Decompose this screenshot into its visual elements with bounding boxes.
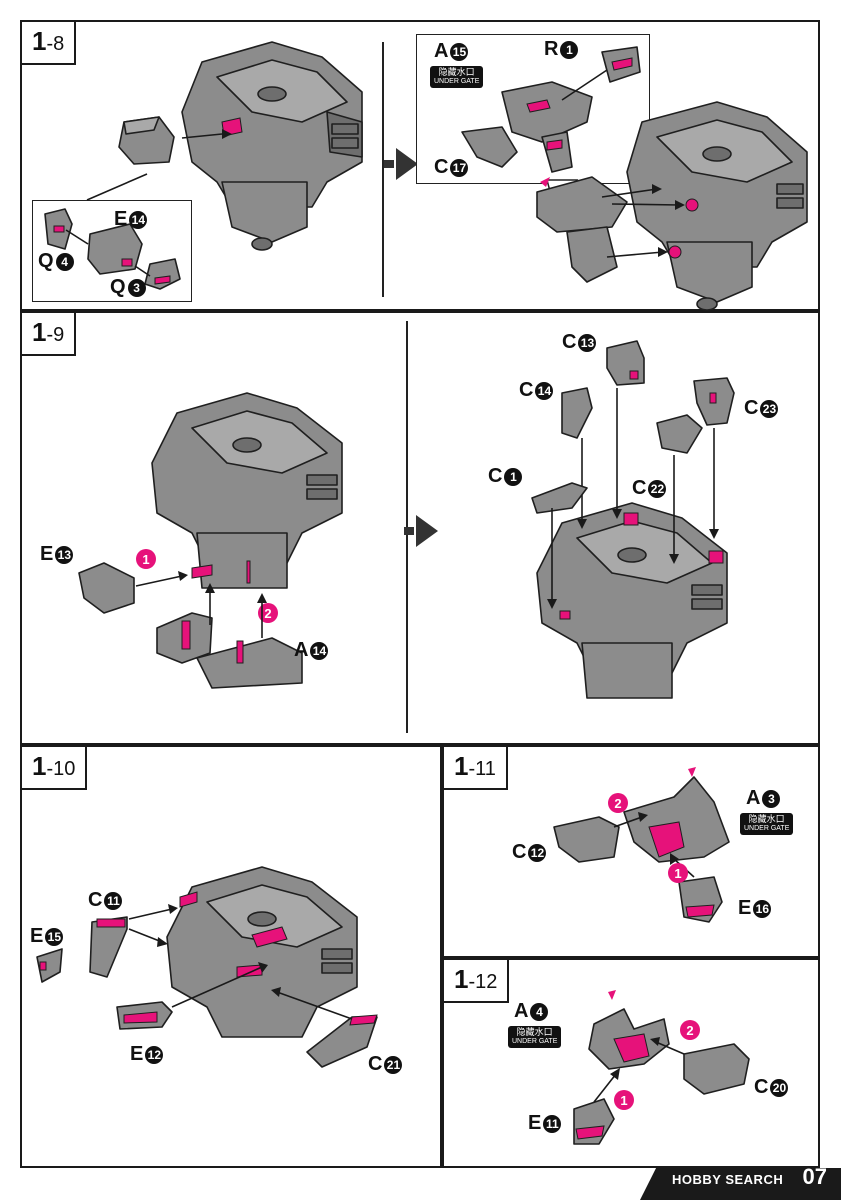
step-number: 1-9 xyxy=(20,311,77,356)
parts-1-10 xyxy=(36,904,378,1068)
torso-assembly-right xyxy=(536,101,808,311)
head-parts-c-set xyxy=(531,340,735,609)
order-mark-2: 2 xyxy=(258,603,278,623)
panel-divider xyxy=(382,42,384,297)
order-mark-1: 1 xyxy=(136,549,156,569)
parts-1-12 xyxy=(573,990,750,1145)
order-mark-1: 1 xyxy=(614,1090,634,1110)
step-number: 1-11 xyxy=(442,745,508,790)
torso-assembly-right-1-9 xyxy=(536,502,728,699)
footer-bar xyxy=(640,1168,841,1200)
torso-assembly-1-10 xyxy=(166,866,358,1038)
order-mark-2: 2 xyxy=(680,1020,700,1040)
next-arrow-icon xyxy=(404,515,438,547)
order-mark-2: 2 xyxy=(608,793,628,813)
part-e14-piece xyxy=(118,116,175,165)
step-number: 1-8 xyxy=(20,20,77,65)
step-number: 1-12 xyxy=(442,958,510,1003)
part-a14-base xyxy=(156,583,303,689)
watermark-logo: HOBBY SEARCH xyxy=(672,1172,784,1187)
step-number: 1-10 xyxy=(20,745,88,790)
part-e13-piece xyxy=(78,562,188,614)
inset-parts-q4-q3 xyxy=(44,208,181,290)
page-number: 07 xyxy=(802,1164,827,1189)
parts-1-11 xyxy=(553,767,730,923)
next-arrow-icon xyxy=(384,148,418,180)
torso-assembly-left xyxy=(181,41,363,251)
inset-parts-a15-r1-c17 xyxy=(461,46,641,187)
order-mark-1: 1 xyxy=(668,863,688,883)
torso-assembly-left-1-9 xyxy=(151,392,343,589)
